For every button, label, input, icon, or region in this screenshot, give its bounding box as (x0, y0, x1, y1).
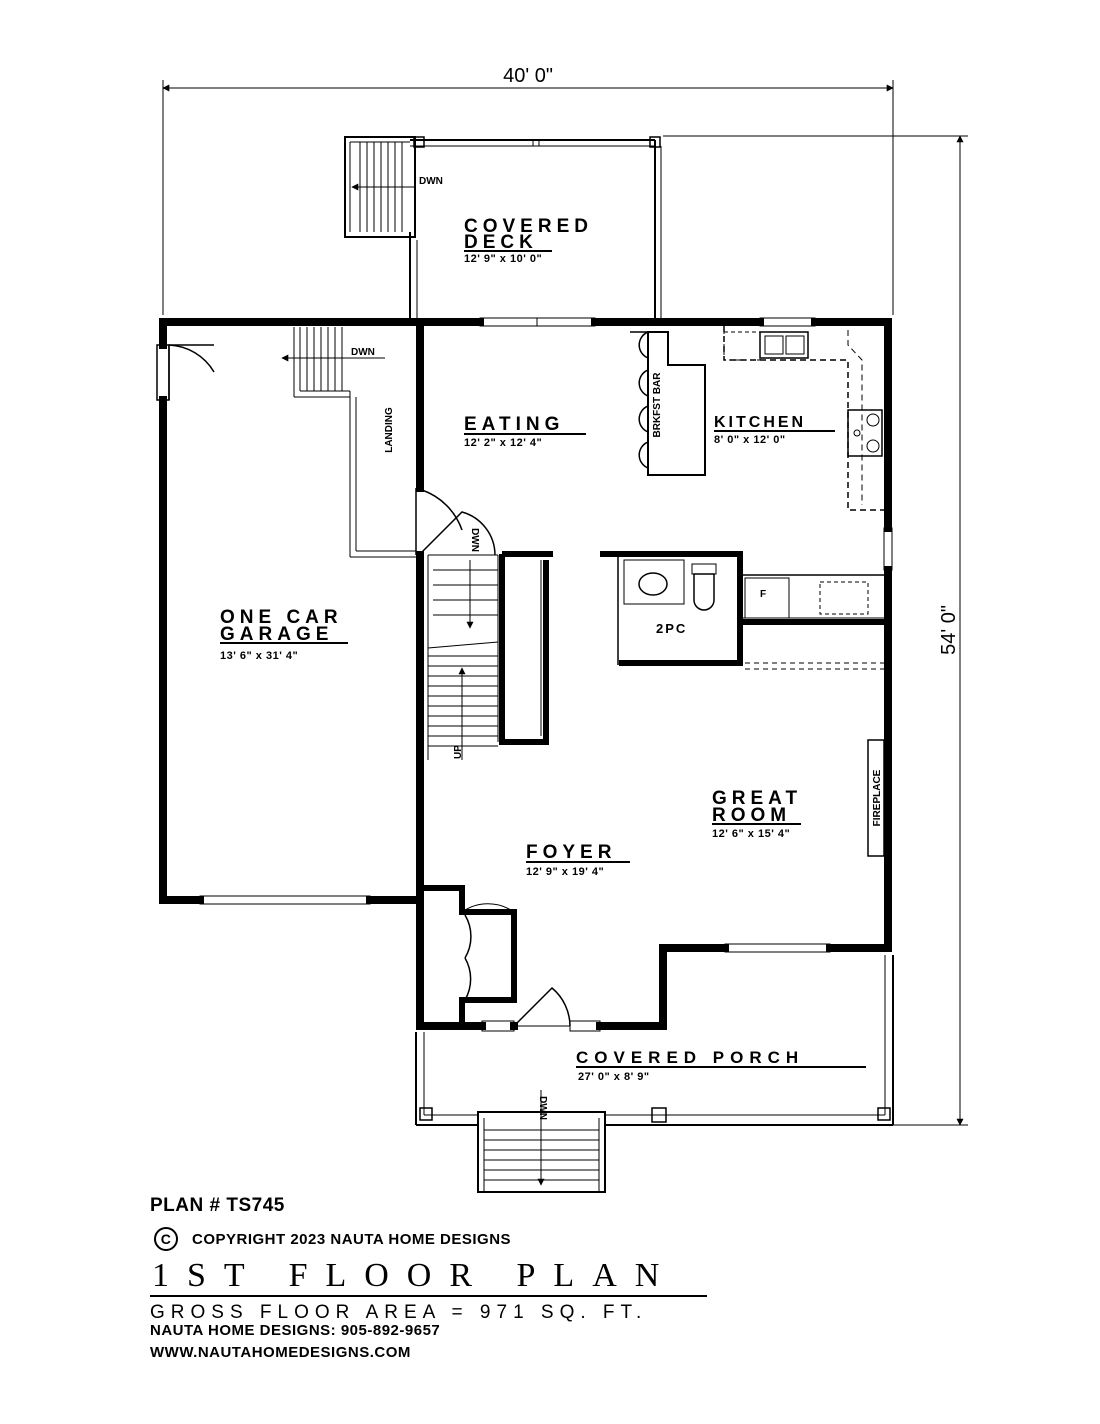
garage-size: 13' 6" x 31' 4" (220, 650, 298, 662)
garage-to-house-door (415, 488, 463, 555)
floor-title: 1ST FLOOR PLAN (150, 1257, 707, 1297)
brkfst-bar-label: BRKFST BAR (652, 372, 663, 438)
main-stairs-up-label: UP (453, 745, 464, 759)
kitchen-window (759, 317, 816, 327)
room-label-covered-porch: COVERED PORCH 27' 0" x 8' 9" (576, 1048, 866, 1083)
room-label-kitchen: KITCHEN 8' 0" x 12' 0" (714, 414, 835, 446)
room-label-eating: EATING 12' 2" x 12' 4" (464, 414, 586, 449)
room-label-foyer: FOYER 12' 9" x 19' 4" (526, 842, 630, 878)
stair-core-wall (499, 551, 553, 745)
copyright-text: COPYRIGHT 2023 NAUTA HOME DESIGNS (192, 1230, 512, 1248)
main-stairs (427, 554, 499, 760)
great-room-window (724, 943, 831, 953)
copyright-symbol: C (154, 1227, 178, 1251)
plan-number: PLAN # TS745 (150, 1195, 285, 1216)
kitchen-size: 8' 0" x 12' 0" (714, 434, 786, 446)
overall-width-label: 40' 0" (503, 65, 553, 87)
covered-porch (415, 955, 894, 1126)
title-block: PLAN # TS745 C COPYRIGHT 2023 NAUTA HOME… (150, 1195, 950, 1362)
eating-size: 12' 2" x 12' 4" (464, 437, 542, 449)
covered-deck-size: 12' 9" x 10' 0" (464, 253, 542, 265)
covered-deck (409, 136, 662, 320)
overall-depth-label: 54' 0" (938, 605, 960, 655)
covered-deck-name-1: COVERED (464, 216, 593, 237)
hall-cabinets (745, 662, 888, 670)
porch-stairs (477, 1090, 606, 1193)
eating-name: EATING (464, 414, 564, 435)
covered-porch-size: 27' 0" x 8' 9" (578, 1071, 650, 1083)
fireplace (867, 739, 885, 857)
side-window (883, 527, 893, 571)
fireplace-label: FIREPLACE (872, 769, 883, 826)
room-label-garage: ONE CAR GARAGE 13' 6" x 31' 4" (220, 607, 348, 662)
garage-stairs-label: DWN (351, 347, 375, 358)
phone-line: NAUTA HOME DESIGNS: 905-892-9657 (150, 1322, 441, 1339)
porch-stairs-label: DWN (537, 1096, 548, 1120)
basement-stairs-label: DWN (469, 528, 480, 552)
deck-sliding-door (479, 317, 596, 327)
foyer-closet (420, 885, 517, 1026)
foyer-size: 12' 9" x 19' 4" (526, 866, 604, 878)
breakfast-bar (630, 331, 706, 476)
gross-floor-area: GROSS FLOOR AREA = 971 SQ. FT. (150, 1302, 648, 1323)
copyright-line: C COPYRIGHT 2023 NAUTA HOME DESIGNS (150, 1227, 950, 1251)
great-room-name-1: GREAT (712, 788, 802, 809)
foyer-name: FOYER (526, 842, 616, 863)
great-room-name-2: ROOM (712, 805, 791, 826)
great-room-size: 12' 6" x 15' 4" (712, 828, 790, 840)
overall-depth-dimension (663, 135, 968, 1126)
basement-stair-door (421, 511, 496, 556)
kitchen-name: KITCHEN (714, 414, 806, 431)
room-label-covered-deck: COVERED DECK 12' 9" x 10' 0" (464, 216, 593, 265)
powder-room-label: 2PC (656, 621, 687, 636)
powder-room (600, 551, 888, 666)
garage-name-1: ONE CAR (220, 607, 343, 628)
website-line: WWW.NAUTAHOMEDESIGNS.COM (150, 1344, 411, 1361)
landing-label: LANDING (384, 407, 395, 453)
garage-name-2: GARAGE (220, 624, 333, 645)
garage-stairs (281, 327, 416, 558)
covered-porch-name: COVERED PORCH (576, 1048, 804, 1067)
deck-stairs (344, 136, 416, 238)
room-label-great-room: GREAT ROOM 12' 6" x 15' 4" (712, 788, 802, 840)
front-door (481, 986, 601, 1032)
covered-deck-name-2: DECK (464, 232, 538, 253)
deck-stairs-label: DWN (419, 176, 443, 187)
exterior-walls (159, 318, 892, 1030)
garage-side-door (156, 344, 215, 401)
overall-width-dimension (162, 80, 894, 315)
garage-door (199, 895, 371, 905)
kitchen-counters (723, 326, 888, 619)
fridge-label: F (760, 589, 766, 600)
